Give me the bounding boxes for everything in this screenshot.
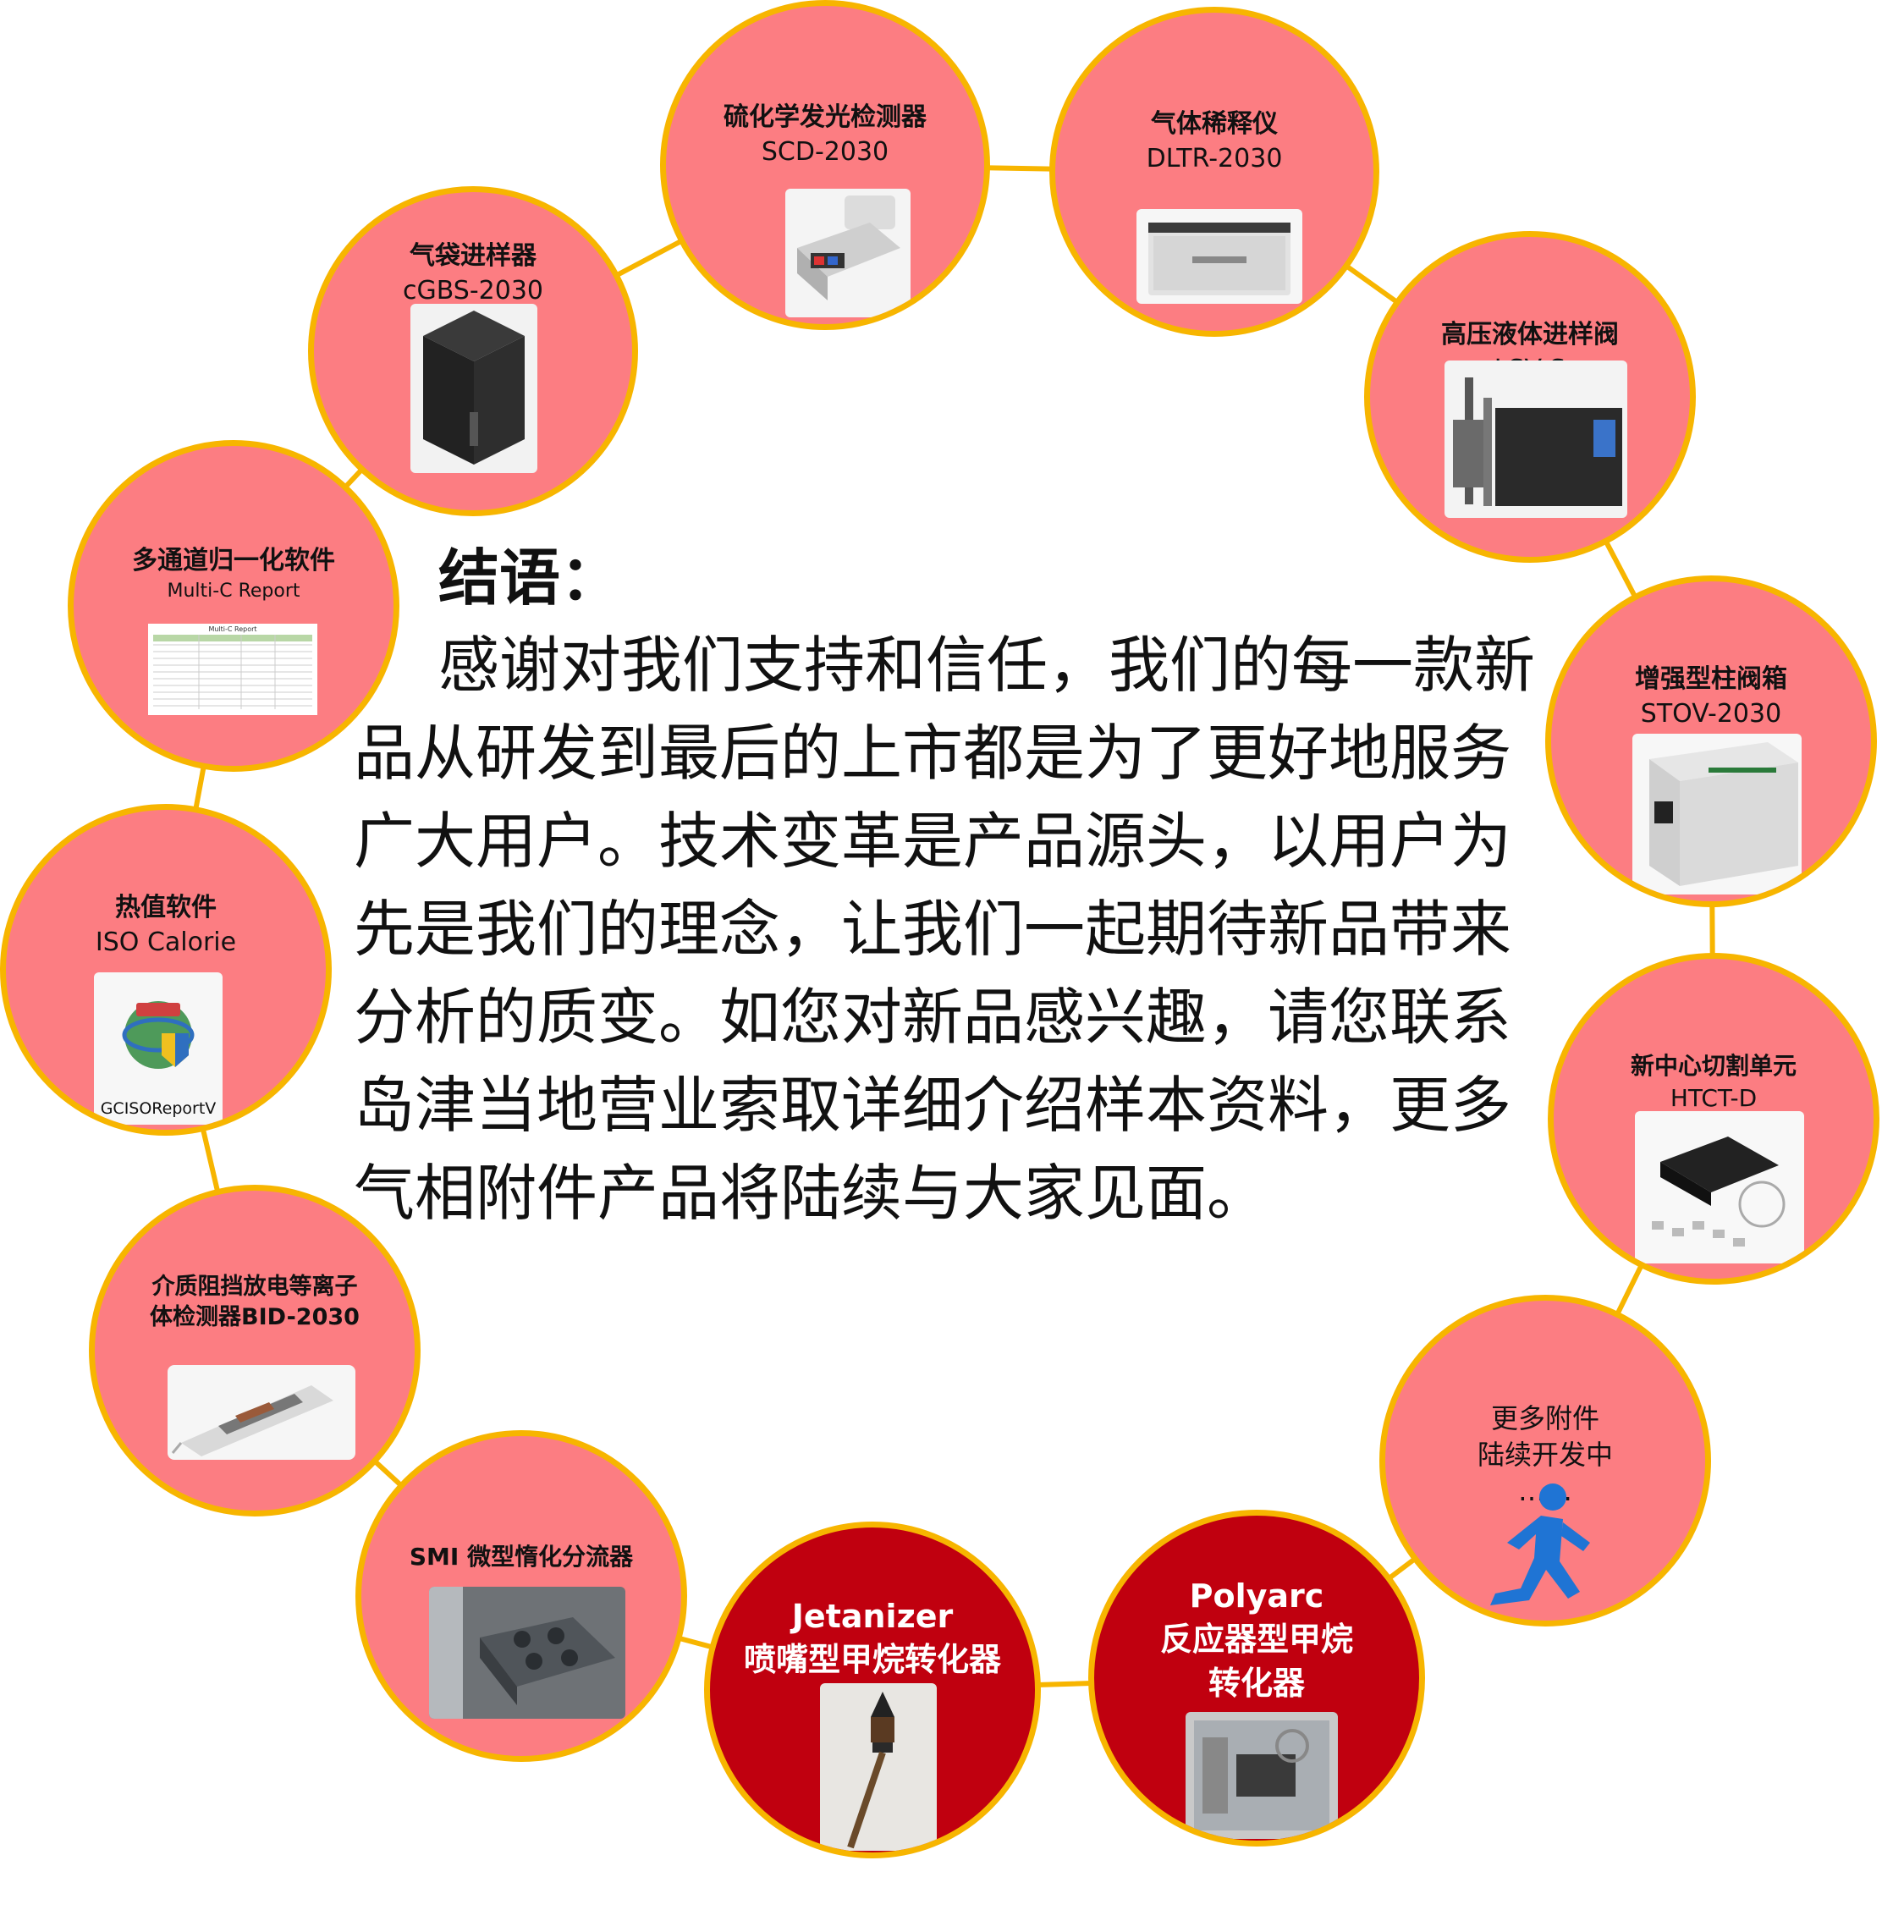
closing-title: 结语： xyxy=(438,542,622,614)
node-scd-name: 硫化学发光检测器 xyxy=(724,102,927,132)
node-more-label: 更多附件 陆续开发中 …… xyxy=(1385,1401,1705,1511)
node-more-name: 更多附件 xyxy=(1490,1402,1599,1434)
node-htct-label: 新中心切割单元 HTCT-D xyxy=(1554,1050,1874,1115)
node-jetanizer[interactable]: Jetanizer 喷嘴型甲烷转化器 xyxy=(704,1522,1041,1858)
heart-cut-unit-photo xyxy=(1635,1111,1804,1263)
node-scd-label: 硫化学发光检测器 SCD-2030 xyxy=(666,101,984,169)
node-stov-model: STOV-2030 xyxy=(1640,698,1782,729)
node-iso[interactable]: 热值软件 ISO Calorie GCISOReportV xyxy=(0,804,332,1136)
node-polyarc-model: 反应器型甲烷 xyxy=(1159,1621,1353,1659)
node-bid-label: 介质阻挡放电等离子 体检测器BID-2030 xyxy=(95,1272,415,1334)
report-table-grid xyxy=(153,635,312,709)
gas-diluter-photo xyxy=(1136,209,1302,304)
node-multic-name: 多通道归一化软件 xyxy=(132,546,335,575)
node-smi-label: SMI 微型惰化分流器 xyxy=(361,1541,681,1573)
node-bid[interactable]: 介质阻挡放电等离子 体检测器BID-2030 xyxy=(89,1185,421,1516)
node-polyarc-label: Polyarc 反应器型甲烷 转化器 xyxy=(1094,1575,1419,1705)
report-table-title: Multi-C Report xyxy=(208,625,257,633)
column-oven-photo xyxy=(1632,734,1802,894)
node-smi[interactable]: SMI 微型惰化分流器 xyxy=(355,1430,687,1762)
splitter-photo xyxy=(429,1587,625,1719)
node-stov-label: 增强型柱阀箱 STOV-2030 xyxy=(1551,663,1871,731)
gas-bag-sampler-photo xyxy=(410,304,537,473)
node-cgbs-model: cGBS-2030 xyxy=(402,275,543,305)
node-cgbs-label: 气袋进样器 cGBS-2030 xyxy=(314,239,632,308)
node-dltr-name: 气体稀释仪 xyxy=(1151,109,1278,139)
report-table-screenshot: Multi-C Report xyxy=(148,624,317,715)
software-logo-icon xyxy=(122,1001,195,1069)
node-polyarc-model-2: 转化器 xyxy=(1208,1664,1305,1702)
node-more-model: 陆续开发中 xyxy=(1477,1439,1613,1472)
node-htct[interactable]: 新中心切割单元 HTCT-D xyxy=(1548,953,1879,1285)
node-cgbs-name: 气袋进样器 xyxy=(410,241,537,271)
running-person-icon xyxy=(1490,1483,1590,1605)
scd-detector-photo xyxy=(785,189,911,317)
node-cgbs[interactable]: 气袋进样器 cGBS-2030 xyxy=(308,186,638,516)
node-bid-name: 介质阻挡放电等离子 xyxy=(151,1274,358,1300)
node-smi-name: SMI 微型惰化分流器 xyxy=(409,1543,634,1571)
node-dltr-label: 气体稀释仪 DLTR-2030 xyxy=(1055,107,1373,176)
node-iso-label: 热值软件 ISO Calorie xyxy=(6,891,326,960)
polyarc-photo xyxy=(1186,1712,1338,1839)
jetanizer-photo xyxy=(820,1683,937,1851)
bid-detector-photo xyxy=(168,1365,355,1460)
node-stov-name: 增强型柱阀箱 xyxy=(1635,664,1787,694)
node-htct-model: HTCT-D xyxy=(1670,1083,1758,1112)
software-caption: GCISOReportV xyxy=(100,1099,217,1118)
node-jetanizer-model: 喷嘴型甲烷转化器 xyxy=(743,1641,1001,1679)
node-stov[interactable]: 增强型柱阀箱 STOV-2030 xyxy=(1545,575,1877,907)
node-polyarc[interactable]: Polyarc 反应器型甲烷 转化器 xyxy=(1088,1510,1425,1847)
node-jetanizer-name: Jetanizer xyxy=(791,1598,954,1635)
node-lsv-name: 高压液体进样阀 xyxy=(1441,320,1619,350)
node-multic-label: 多通道归一化软件 Multi-C Report xyxy=(74,544,393,603)
node-more[interactable]: 更多附件 陆续开发中 …… xyxy=(1379,1295,1711,1627)
node-scd-model: SCD-2030 xyxy=(761,136,889,167)
software-app-icon: GCISOReportV xyxy=(94,972,223,1125)
node-multic-model: Multi-C Report xyxy=(167,580,300,602)
node-iso-name: 热值软件 xyxy=(115,893,217,922)
lsv-valve-photo xyxy=(1445,361,1627,518)
closing-body: 感谢对我们支持和信任，我们的每一款新品从研发到最后的上市都是为了更好地服务广大用… xyxy=(354,630,1536,1230)
closing-section: 结语： 感谢对我们支持和信任，我们的每一款新品从研发到最后的上市都是为了更好地服… xyxy=(354,542,1555,1237)
node-bid-model: 体检测器BID-2030 xyxy=(150,1304,360,1331)
node-scd[interactable]: 硫化学发光检测器 SCD-2030 xyxy=(660,0,990,330)
node-jetanizer-label: Jetanizer 喷嘴型甲烷转化器 xyxy=(710,1595,1035,1682)
node-dltr[interactable]: 气体稀释仪 DLTR-2030 xyxy=(1049,7,1379,337)
node-dltr-model: DLTR-2030 xyxy=(1146,143,1283,173)
node-multic[interactable]: 多通道归一化软件 Multi-C Report Multi-C Report xyxy=(68,440,399,772)
node-iso-model: ISO Calorie xyxy=(95,927,237,957)
node-lsv[interactable]: 高压液体进样阀 LSV-S xyxy=(1364,231,1696,563)
node-htct-name: 新中心切割单元 xyxy=(1630,1052,1797,1080)
node-polyarc-name: Polyarc xyxy=(1189,1577,1324,1615)
